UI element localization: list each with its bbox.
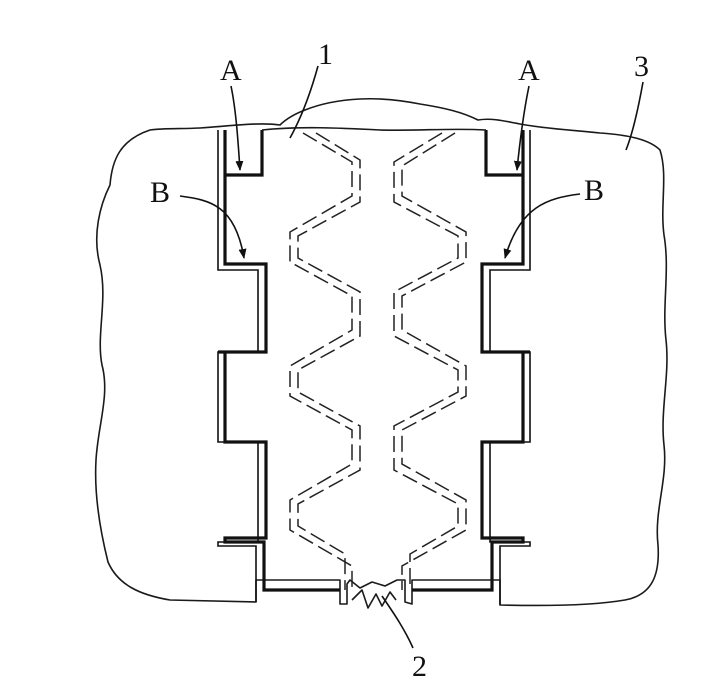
leader-a-right [513,85,530,171]
left-step-top [225,130,264,177]
label-part-1: 1 [318,38,333,71]
left-groove-inner-lower [223,352,340,592]
leader-3 [625,81,644,151]
leader-2 [381,595,414,649]
insert-top-edge [261,126,487,132]
right-groove-inner-lower [412,352,525,592]
label-a-left: A [220,54,242,87]
right-step-top [484,130,523,177]
leader-b-left [179,195,247,259]
right-zigzag-inner [393,132,459,590]
left-zigzag-inner [297,132,361,590]
left-groove-inner [218,130,268,354]
outer-material-boundary [94,97,668,607]
label-part-3: 3 [634,50,649,83]
crack-2 [351,589,397,609]
label-b-left: B [150,176,170,209]
label-a-right: A [518,54,540,87]
right-zigzag-outer [401,132,467,590]
label-b-right: B [584,174,604,207]
leader-1 [289,65,319,139]
label-part-2: 2 [412,650,427,683]
leader-a-left [230,85,244,171]
leader-b-right [503,193,581,259]
left-zigzag-outer [289,132,353,590]
